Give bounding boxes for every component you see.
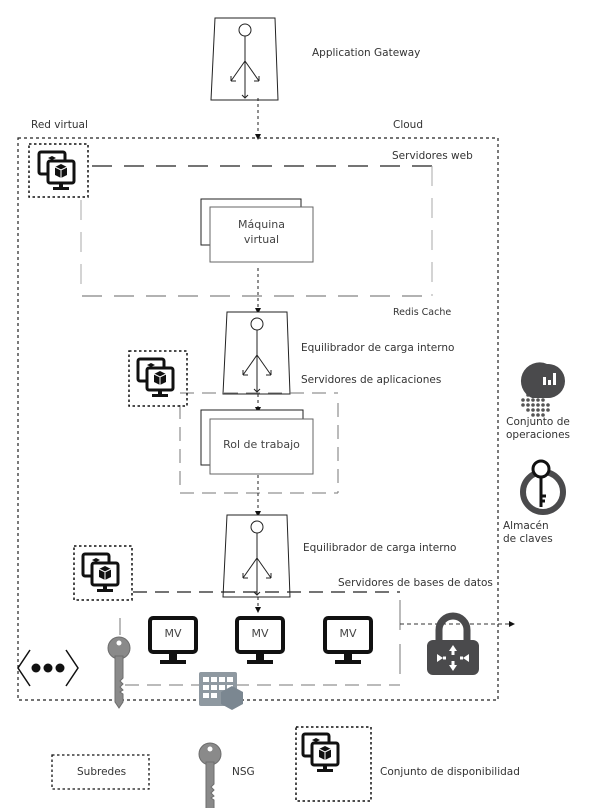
availability-set-app xyxy=(128,350,188,407)
vnet-label: Red virtual xyxy=(31,119,88,131)
operations-suite-icon xyxy=(520,362,565,417)
worker-role-label: Rol de trabajo xyxy=(223,438,300,451)
legend-availability-set-swatch xyxy=(295,726,372,802)
key-vault-label: Almacén de claves xyxy=(503,520,553,546)
vpn-gateway-dots-icon xyxy=(17,649,79,687)
app-servers-label: Servidores de aplicaciones xyxy=(301,374,442,386)
availability-set-db xyxy=(73,545,133,601)
app-gateway-label: Application Gateway xyxy=(312,47,421,59)
nsg-key-icon xyxy=(107,636,131,709)
internal-load-balancer-2-icon xyxy=(222,514,291,598)
db-servers-label: Servidores de bases de datos xyxy=(338,577,493,589)
redis-cache-label: Redis Cache xyxy=(393,307,452,318)
internal-load-balancer-1-icon xyxy=(222,311,291,395)
legend-availability-set-icon xyxy=(301,732,340,774)
virtual-machine-box xyxy=(200,198,314,263)
cloud-label: Cloud xyxy=(393,119,423,131)
legend xyxy=(51,726,372,808)
vm-label: Máquina virtual xyxy=(238,218,285,246)
app-subnet-box xyxy=(179,392,339,494)
legend-nsg-key-icon xyxy=(198,742,222,808)
web-subnet-box xyxy=(80,165,433,297)
db-vm-3-label: MV xyxy=(339,627,357,640)
web-servers-label: Servidores web xyxy=(392,150,473,162)
availability-set-web xyxy=(28,143,89,198)
ops-suite-label: Conjunto de operaciones xyxy=(506,416,570,442)
firewall-lock-icon xyxy=(427,612,479,675)
virtual-network-box xyxy=(17,137,499,701)
app-gateway-icon xyxy=(210,17,279,101)
ilb-2-label: Equilibrador de carga interno xyxy=(303,542,457,554)
db-vm-1-label: MV xyxy=(164,627,182,640)
key-vault-icon xyxy=(520,459,566,515)
legend-nsg-label: NSG xyxy=(232,766,255,778)
legend-subnets-label: Subredes xyxy=(77,766,127,778)
legend-subnet-swatch xyxy=(51,754,150,790)
worker-role-box xyxy=(200,409,314,475)
db-vm-2-label: MV xyxy=(251,627,269,640)
legend-availability-set-label: Conjunto de disponibilidad xyxy=(380,766,520,778)
db-subnet-box xyxy=(119,591,401,686)
scheduler-icon xyxy=(199,672,243,710)
ilb-1-label: Equilibrador de carga interno xyxy=(301,342,455,354)
